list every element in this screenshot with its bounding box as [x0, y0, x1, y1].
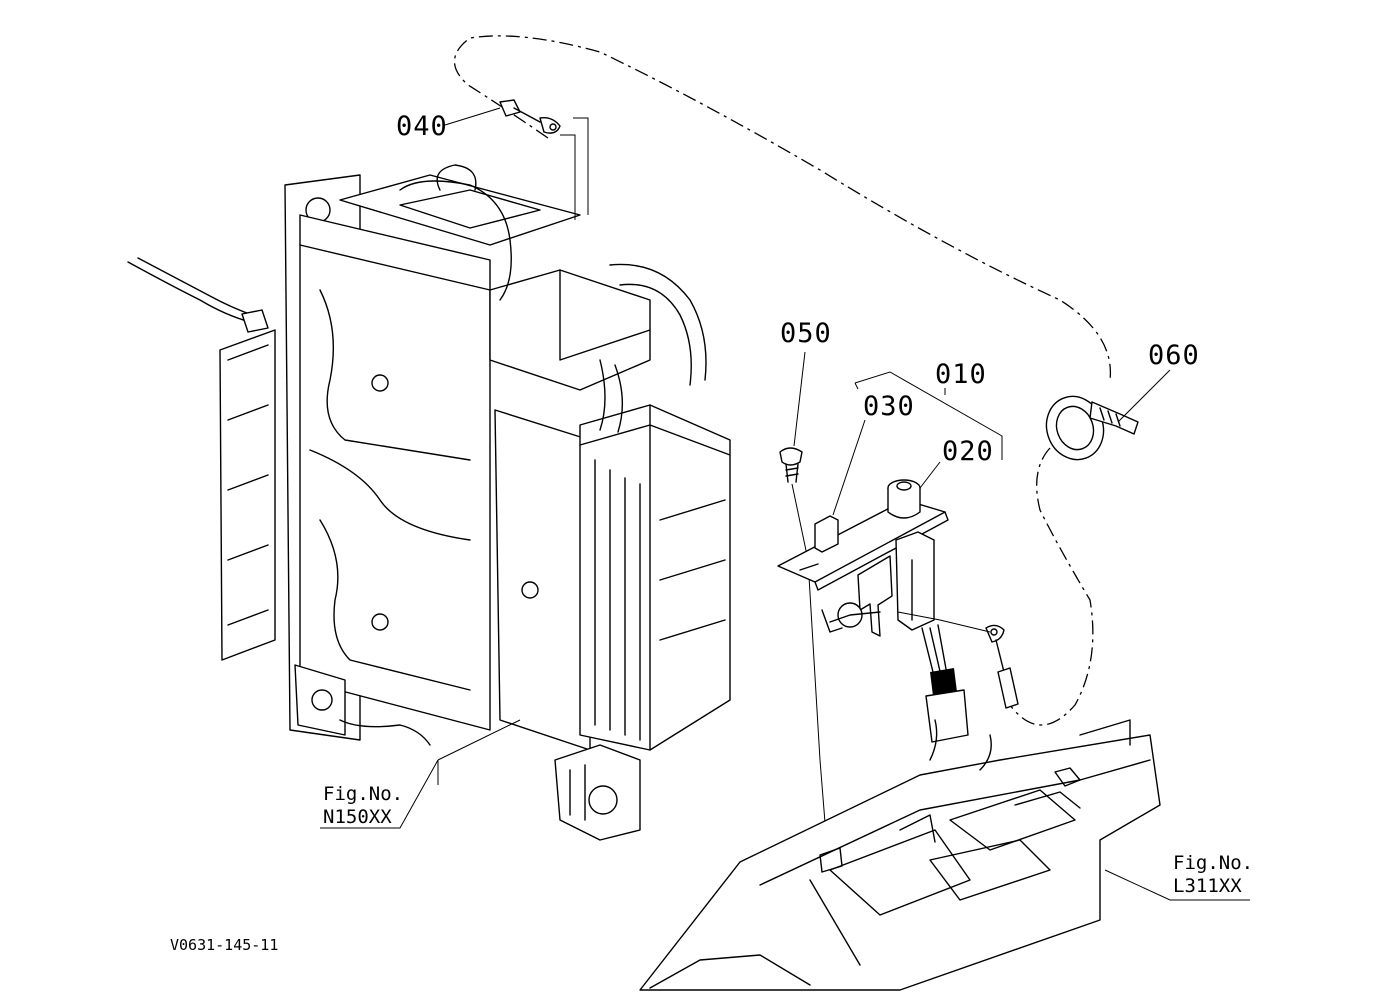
- fig-ref-number: N150XX: [323, 806, 392, 828]
- fig-ref-l311xx: Fig.No. L311XX: [1173, 852, 1253, 898]
- part-040-sensor-wire: [499, 99, 589, 220]
- callout-040: 040: [396, 111, 448, 142]
- callout-060: 060: [1148, 340, 1200, 371]
- hvac-unit-assembly: [219, 164, 731, 841]
- part-050-screw: [779, 447, 829, 861]
- fig-ref-n150xx: Fig.No. N150XX: [323, 783, 403, 829]
- switch-assembly-010: [777, 371, 1019, 743]
- fig-ref-label: Fig.No.: [323, 783, 404, 805]
- harness-route-line: [453, 35, 1112, 381]
- fig-ref-number: L311XX: [1173, 875, 1242, 897]
- fig-ref-label: Fig.No.: [1173, 852, 1254, 874]
- part-060-cable-tie: [1009, 395, 1139, 726]
- console-assembly: [639, 719, 1250, 991]
- leader-lines: [320, 107, 1171, 829]
- callout-010: 010: [935, 359, 987, 390]
- callout-030: 030: [863, 391, 915, 422]
- incoming-harness: [127, 261, 251, 323]
- callout-020: 020: [942, 436, 994, 467]
- callout-050: 050: [780, 318, 832, 349]
- drawing-number: V0631-145-11: [170, 936, 279, 954]
